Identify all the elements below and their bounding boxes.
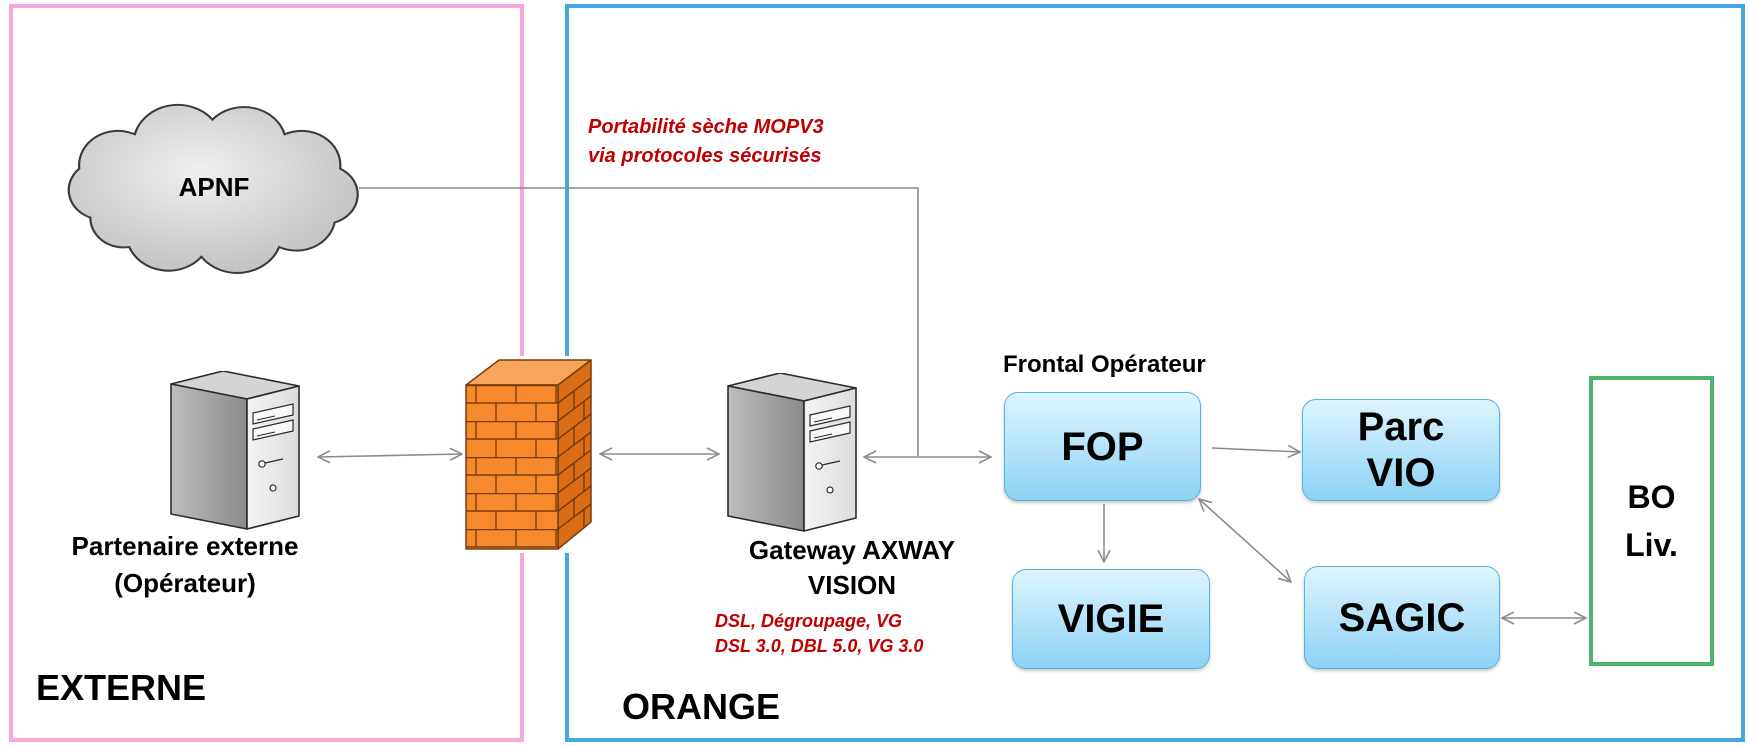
apnf-link-note-line2: via protocoles sécurisés (588, 145, 822, 167)
parc-vio-box: Parc VIO (1302, 399, 1500, 501)
cloud-icon (67, 103, 359, 274)
gateway-flows-note: DSL, Dégroupage, VG DSL 3.0, DBL 5.0, VG… (715, 609, 923, 659)
gateway-flows-line1: DSL, Dégroupage, VG (715, 611, 903, 631)
partner-server-icon (170, 371, 300, 530)
partner-label-line1: Partenaire externe (71, 531, 299, 561)
vigie-box: VIGIE (1012, 569, 1210, 669)
fop-label: FOP (1061, 424, 1144, 469)
partner-label-line2: (Opérateur) (114, 568, 256, 598)
bo-liv-label-line1: BO (1627, 479, 1676, 515)
apnf-link-note-line1: Portabilité sèche MOPV3 (588, 116, 824, 138)
gateway-flows-line2: DSL 3.0, DBL 5.0, VG 3.0 (715, 636, 924, 656)
gateway-label-line1: Gateway AXWAY (748, 535, 956, 565)
sagic-label: SAGIC (1338, 595, 1466, 640)
connector-fop-parc-vio (1211, 448, 1300, 452)
connectors (318, 187, 1586, 618)
gateway-label-line2: VISION (807, 570, 897, 600)
partner-label: Partenaire externe (Opérateur) (15, 528, 355, 602)
gateway-server-icon (727, 373, 857, 532)
connector-fop-sagic (1199, 499, 1291, 582)
connector-apnf-gateway-link (359, 187, 919, 456)
apnf-link-note: Portabilité sèche MOPV3 via protocoles s… (588, 113, 824, 171)
sagic-box: SAGIC (1304, 566, 1500, 669)
connector-partner-firewall (318, 454, 462, 457)
firewall-icon (460, 356, 598, 553)
parc-vio-label-line2: VIO (1366, 451, 1436, 495)
zone-bo-liv: BO Liv. (1589, 376, 1714, 666)
vigie-label: VIGIE (1057, 597, 1165, 641)
fop-box: FOP (1004, 392, 1201, 501)
zone-orange-title: ORANGE (622, 686, 781, 727)
bo-liv-label-line2: Liv. (1625, 527, 1678, 563)
zone-externe-title: EXTERNE (36, 667, 207, 708)
apnf-label: APNF (178, 172, 250, 202)
gateway-label: Gateway AXWAY VISION (682, 533, 1022, 603)
frontal-caption: Frontal Opérateur (1003, 351, 1206, 378)
parc-vio-label-line1: Parc (1357, 405, 1445, 449)
